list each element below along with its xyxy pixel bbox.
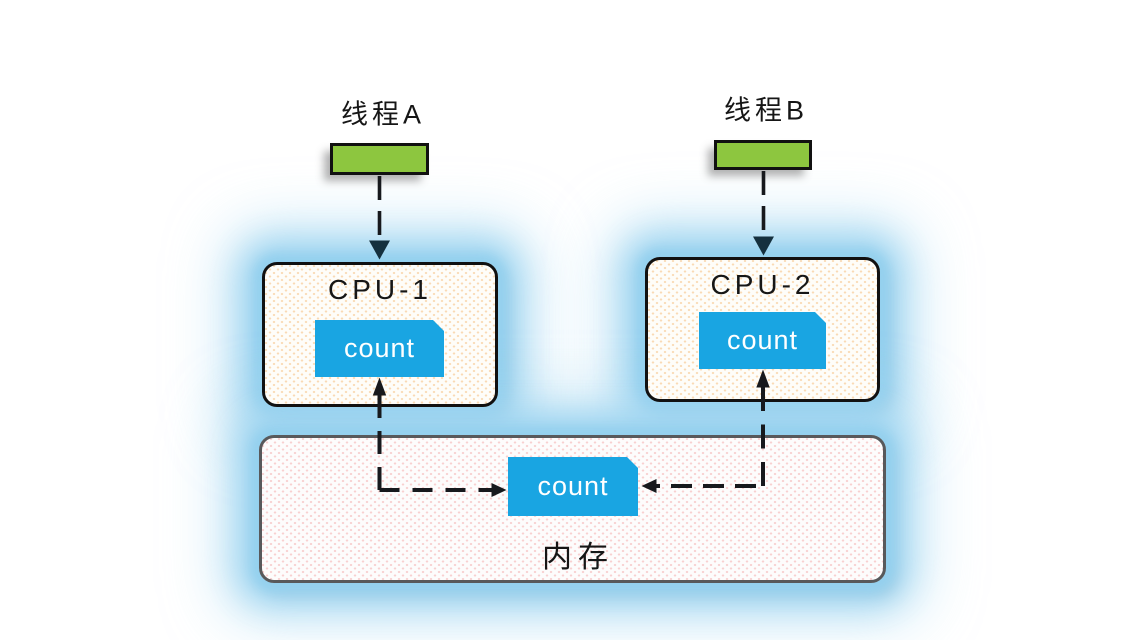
connector-thread-b-to-cpu2 [753, 171, 774, 256]
thread-b-node [714, 140, 812, 170]
connector-thread-a-to-cpu1 [369, 176, 390, 260]
memory-label: 内存 [542, 541, 614, 574]
thread-b-label: 线程B [723, 95, 809, 126]
arrowhead-down-cpu1-icon [369, 240, 390, 260]
cpu1-count-badge: count [315, 320, 444, 377]
thread-a-node [330, 143, 429, 175]
cpu1-box: CPU-1 count [262, 262, 498, 407]
memory-count-badge: count [508, 457, 638, 516]
thread-a-label: 线程A [340, 99, 426, 130]
cpu1-title: CPU-1 [327, 274, 433, 305]
cpu2-count-badge: count [699, 312, 826, 369]
memory-box: count 内存 [259, 435, 886, 583]
arrowhead-down-cpu2-icon [753, 236, 774, 256]
cpu2-box: CPU-2 count [645, 257, 880, 402]
cpu2-title: CPU-2 [710, 269, 815, 300]
